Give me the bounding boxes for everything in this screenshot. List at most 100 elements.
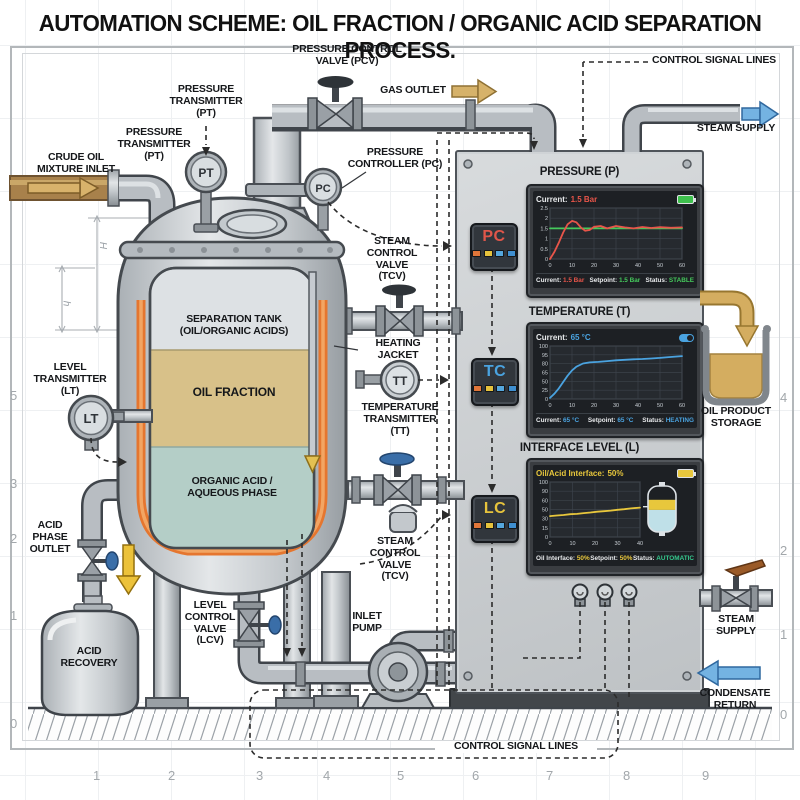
footer-status: Status: HEATING <box>642 416 694 424</box>
button[interactable] <box>484 522 494 529</box>
dimension-lines <box>55 214 168 334</box>
svg-text:0: 0 <box>548 263 551 268</box>
svg-text:30: 30 <box>613 263 619 268</box>
svg-text:25: 25 <box>542 388 548 394</box>
footer-setpoint: Setpoint: 50% <box>590 554 633 562</box>
svg-text:60: 60 <box>679 403 685 408</box>
button[interactable] <box>496 522 506 529</box>
tc-buttons[interactable] <box>473 385 517 392</box>
signal-arrowheads <box>118 139 587 657</box>
svg-text:2: 2 <box>545 216 548 222</box>
ruler-number: 0 <box>10 716 18 731</box>
current-label: Current: <box>536 333 568 342</box>
dip-tube <box>308 271 317 457</box>
inlet-pump <box>360 641 436 709</box>
svg-text:50: 50 <box>542 508 548 514</box>
level-controller-box[interactable]: LC <box>471 495 519 543</box>
svg-text:60: 60 <box>542 498 548 504</box>
button[interactable] <box>507 522 517 529</box>
svg-text:65: 65 <box>542 371 548 377</box>
toggle-icon <box>679 333 694 342</box>
button[interactable] <box>484 385 494 392</box>
valve-lever <box>724 559 767 577</box>
oil-flow-arrow <box>734 325 760 348</box>
svg-text:2.5: 2.5 <box>540 206 548 212</box>
level-section-title: INTERFACE LEVEL (L) <box>519 442 640 454</box>
footer-current: Oil Interface: 50% <box>536 554 590 562</box>
pressure-controller-box[interactable]: PC <box>470 223 518 271</box>
button[interactable] <box>483 250 493 257</box>
dip-tube-arrow <box>303 455 322 474</box>
acid-flow-arrow <box>115 544 142 596</box>
separation-tank <box>111 196 348 596</box>
ground <box>28 706 772 740</box>
button[interactable] <box>473 522 483 529</box>
pressure-section-title: PRESSURE (P) <box>539 166 620 178</box>
current-value: 65 °C <box>570 333 591 342</box>
tcv-bottom-label: STEAM CONTROL VALVE (TCV) <box>369 535 421 583</box>
svg-text:20: 20 <box>591 263 597 268</box>
footer-current: Current: 65 °C <box>536 416 580 424</box>
ruler-number: 1 <box>780 627 788 642</box>
button[interactable] <box>472 250 482 257</box>
svg-text:PT: PT <box>198 166 214 180</box>
interface-value: 50% <box>607 469 624 478</box>
svg-text:0: 0 <box>548 541 551 546</box>
ruler-number: 9 <box>702 768 710 783</box>
button[interactable] <box>495 250 505 257</box>
ruler-number: 8 <box>623 768 631 783</box>
svg-text:40: 40 <box>635 403 641 408</box>
temperature-controller-box[interactable]: TC <box>471 358 519 406</box>
svg-text:50: 50 <box>542 379 548 385</box>
button[interactable] <box>473 385 483 392</box>
footer-setpoint: Setpoint: 1.5 Bar <box>589 276 641 284</box>
organic-acid-label: ORGANIC ACID / AQUEOUS PHASE <box>187 475 277 499</box>
svg-text:30: 30 <box>614 541 620 546</box>
lc-buttons[interactable] <box>473 522 517 529</box>
button[interactable] <box>506 250 516 257</box>
ruler-number: 3 <box>256 768 264 783</box>
svg-text:50: 50 <box>657 263 663 268</box>
control-signal-lines <box>90 61 648 759</box>
pressure-controller-gauge: PC <box>303 167 343 231</box>
lc-label: LC <box>483 500 507 517</box>
oil-fraction-layer <box>150 350 314 447</box>
condensate-outlet-pipe <box>347 476 465 533</box>
battery-icon <box>677 195 696 204</box>
footer-current: Current: 1.5 Bar <box>536 276 585 284</box>
ruler-number: 5 <box>10 388 18 403</box>
aqueous-phase-layer <box>150 447 314 548</box>
ruler-number: 4 <box>323 768 331 783</box>
pc-buttons[interactable] <box>472 250 516 257</box>
tt-label: TEMPERATURE TRANSMITTER (TT) <box>361 401 439 437</box>
control-signal-lines-top-label: CONTROL SIGNAL LINES <box>652 54 776 66</box>
button[interactable] <box>496 385 506 392</box>
tcv-top-label: STEAM CONTROL VALVE (TCV) <box>366 235 418 283</box>
ruler-number: 6 <box>472 768 480 783</box>
svg-text:10: 10 <box>569 541 575 546</box>
svg-text:10: 10 <box>569 403 575 408</box>
separation-tank-label: SEPARATION TANK (OIL/ORGANIC ACIDS) <box>179 313 289 337</box>
footer-status: Status: AUTOMATIC <box>633 554 694 562</box>
svg-text:80: 80 <box>542 362 548 368</box>
svg-text:30: 30 <box>613 403 619 408</box>
footer-status: Status: STABLE <box>645 276 694 284</box>
interface-label: Oil/Acid Interface: <box>536 469 605 478</box>
svg-text:0.5: 0.5 <box>540 247 548 253</box>
pt-label-1: PRESSURE TRANSMITTER (PT) <box>169 83 243 119</box>
battery-icon <box>677 469 696 478</box>
acid-phase-outlet-label: ACID PHASE OUTLET <box>29 519 71 555</box>
level-transmitter-gauge: LT <box>67 394 125 451</box>
ruler-number: 7 <box>546 768 554 783</box>
ruler-number: 2 <box>780 543 788 558</box>
pt-label-2: PRESSURE TRANSMITTER (PT) <box>117 126 191 162</box>
tc-label: TC <box>483 363 507 380</box>
steam-control-valve-bottom <box>373 452 422 506</box>
svg-text:30: 30 <box>542 517 548 523</box>
footer-setpoint: Setpoint: 65 °C <box>587 416 634 424</box>
svg-text:40: 40 <box>635 263 641 268</box>
outer-frame <box>10 46 794 750</box>
button[interactable] <box>507 385 517 392</box>
